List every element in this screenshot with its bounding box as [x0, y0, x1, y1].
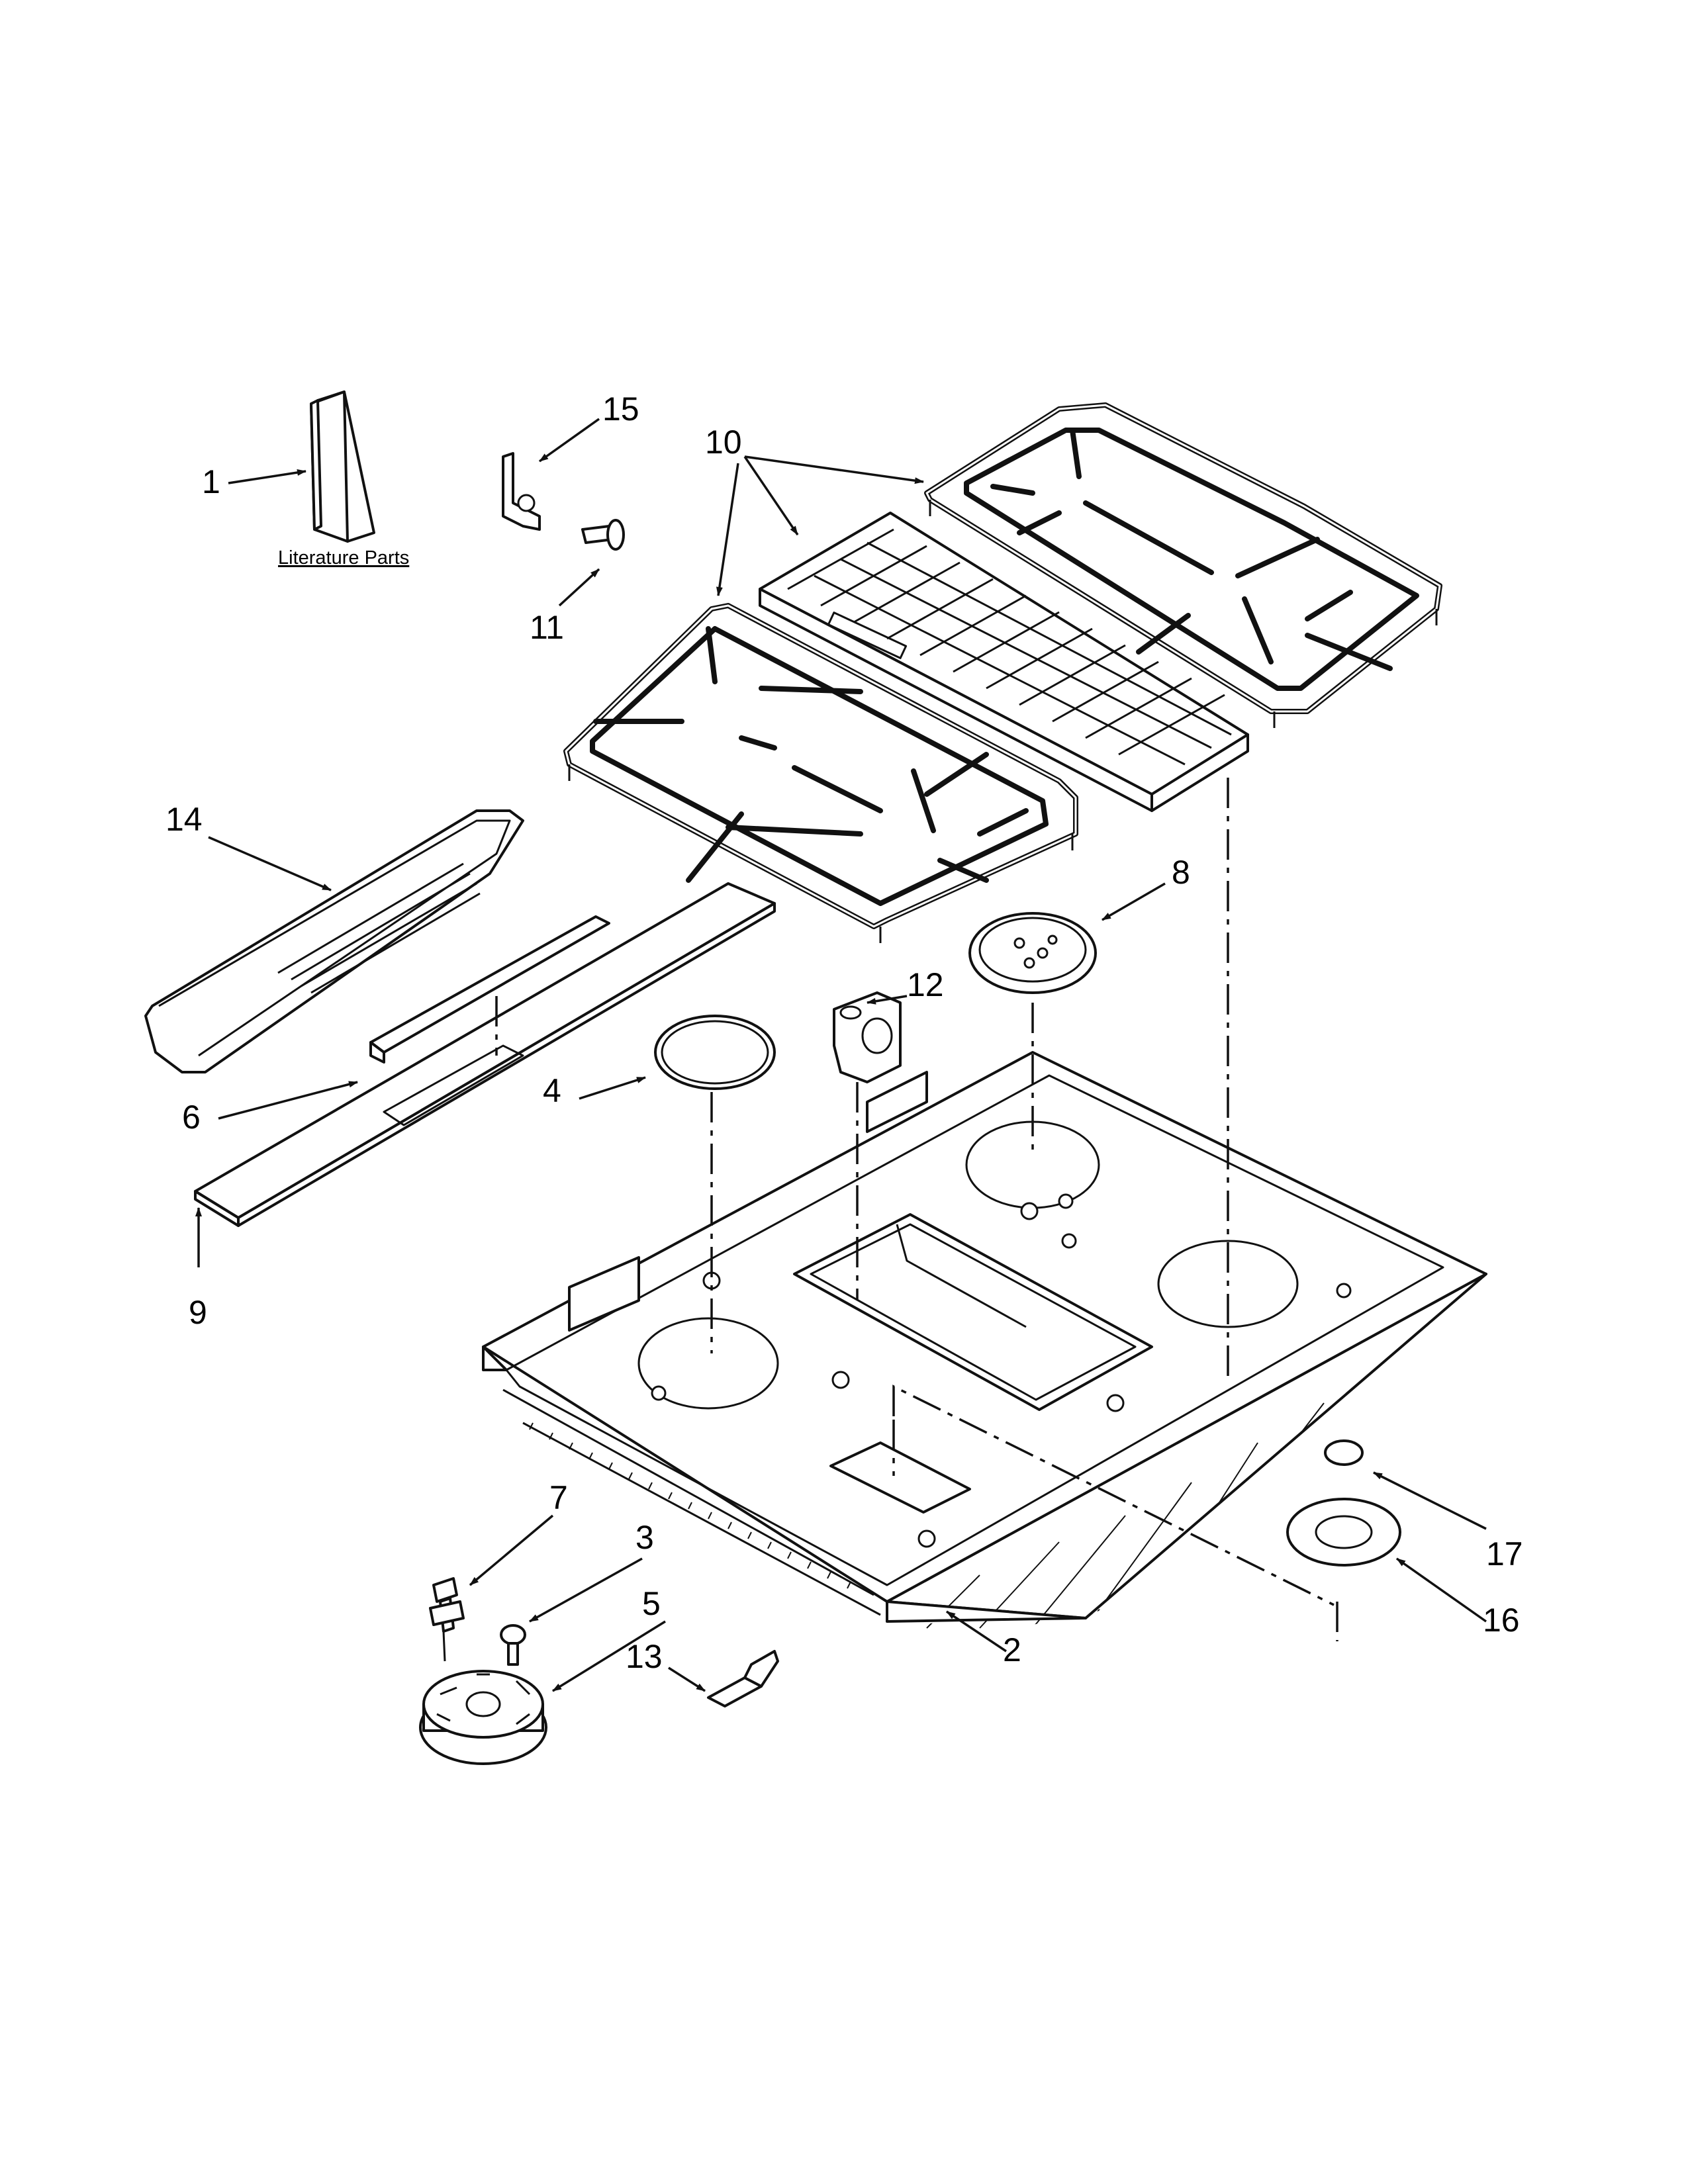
alignment-lines	[495, 778, 1338, 1641]
callout-4: 4	[543, 1072, 561, 1109]
callout-12: 12	[907, 966, 944, 1003]
literature-booklet-part	[310, 390, 375, 543]
clip-part	[833, 991, 902, 1083]
callout-2: 2	[1003, 1631, 1021, 1668]
channel-part	[369, 915, 610, 1064]
screw-part	[581, 519, 625, 551]
callout-8: 8	[1172, 854, 1190, 891]
callout-10: 10	[705, 424, 742, 461]
callout-11: 11	[530, 609, 564, 646]
callout-16: 16	[1483, 1602, 1520, 1639]
igniter-part	[429, 1577, 465, 1662]
burner-base-part	[419, 1670, 547, 1765]
trim-part	[144, 809, 524, 1073]
callout-3: 3	[635, 1519, 654, 1556]
callout-14: 14	[165, 801, 203, 838]
bracket-part	[502, 452, 541, 531]
grate-right-part	[924, 402, 1442, 728]
seal-ring-part	[654, 1015, 776, 1090]
screw-small-part	[500, 1624, 526, 1666]
grate-left-part	[563, 603, 1078, 943]
callout-1: 1	[202, 463, 220, 500]
cooktop-part	[482, 1051, 1487, 1629]
callout-13: 13	[626, 1638, 663, 1675]
callout-6: 6	[182, 1099, 201, 1136]
burner-cap-part	[968, 912, 1097, 994]
callout-9: 9	[189, 1294, 207, 1331]
front-bar-part	[194, 882, 776, 1227]
cap-small-part	[1324, 1439, 1364, 1466]
ring-part	[1286, 1498, 1401, 1567]
callout-17: 17	[1486, 1535, 1523, 1572]
mounting-bracket-part	[707, 1650, 779, 1707]
callout-15: 15	[602, 390, 639, 428]
leader-lines	[195, 418, 1487, 1692]
callouts: 1 2 3 4 5 6 7 8 9 10 11 12 13 14 15 16 1…	[165, 390, 1523, 1675]
callout-5: 5	[642, 1585, 661, 1622]
grate-center-part	[759, 512, 1249, 812]
callout-7: 7	[549, 1479, 568, 1516]
literature-parts-label: Literature Parts	[278, 547, 409, 569]
